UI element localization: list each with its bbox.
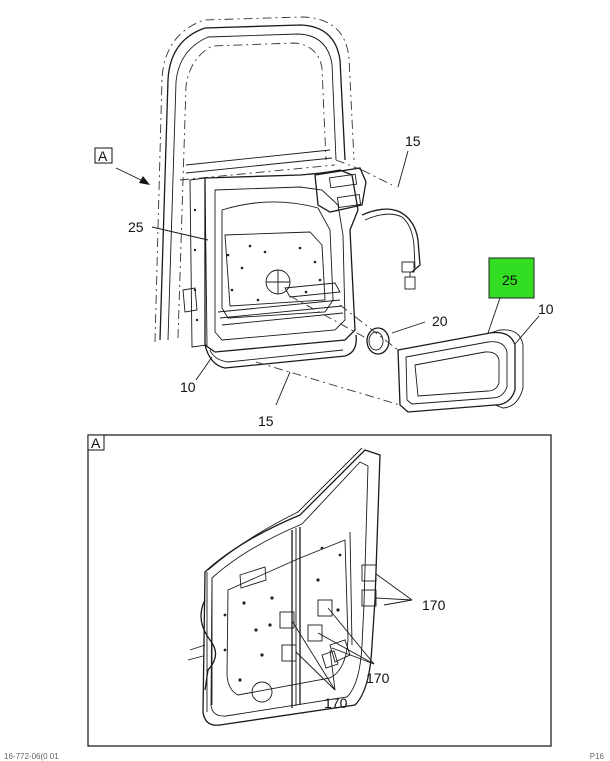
detail-tag-label: A [91,435,101,451]
footer-left-code: 16-772-06(0 01 [4,752,59,761]
callout-10-left[interactable]: 10 [180,379,196,395]
wiring-harness [361,208,421,290]
callout-20[interactable]: 20 [432,313,448,329]
explode-line-armrest-top [339,304,399,351]
callout-10-right[interactable]: 10 [538,301,554,317]
leader-10-left [195,356,213,381]
view-arrow [115,167,146,183]
callout-170-bottom[interactable]: 170 [324,695,348,711]
view-tag-label: A [98,148,108,164]
leaders-170 [291,573,413,691]
door-back-panel [187,447,381,726]
detail-frame [87,434,552,747]
detail-view: A [87,434,552,747]
top-exploded-view: A 15 25 25 10 20 10 15 [94,16,554,429]
explode-line-bezel-frame [335,159,363,171]
view-tag-box [94,147,113,164]
leader-10-right [514,315,540,345]
leader-25-highlight [487,297,501,334]
callout-25-left[interactable]: 25 [128,219,144,235]
plug-part [366,327,390,355]
leader-20 [391,321,426,334]
leader-15-upper [397,150,409,188]
leader-15-lower [275,371,291,406]
callout-170-right[interactable]: 170 [422,597,446,613]
explode-line-bezel-top [361,169,393,186]
footer-right-code: P16 [589,752,604,761]
callout-15-upper[interactable]: 15 [405,133,421,149]
highlight-callout-box[interactable] [488,257,535,299]
callout-25-highlight[interactable]: 25 [502,272,518,288]
view-arrowhead [139,176,150,185]
door-inner-panel [182,167,367,369]
explode-line-armrest-bottom [255,361,401,406]
detail-tag-box [87,434,105,451]
explode-line-plug [289,295,367,339]
armrest-pad-part [397,329,524,413]
callout-15-lower[interactable]: 15 [258,413,274,429]
leader-25-left [151,226,209,241]
callout-170-center[interactable]: 170 [366,670,390,686]
